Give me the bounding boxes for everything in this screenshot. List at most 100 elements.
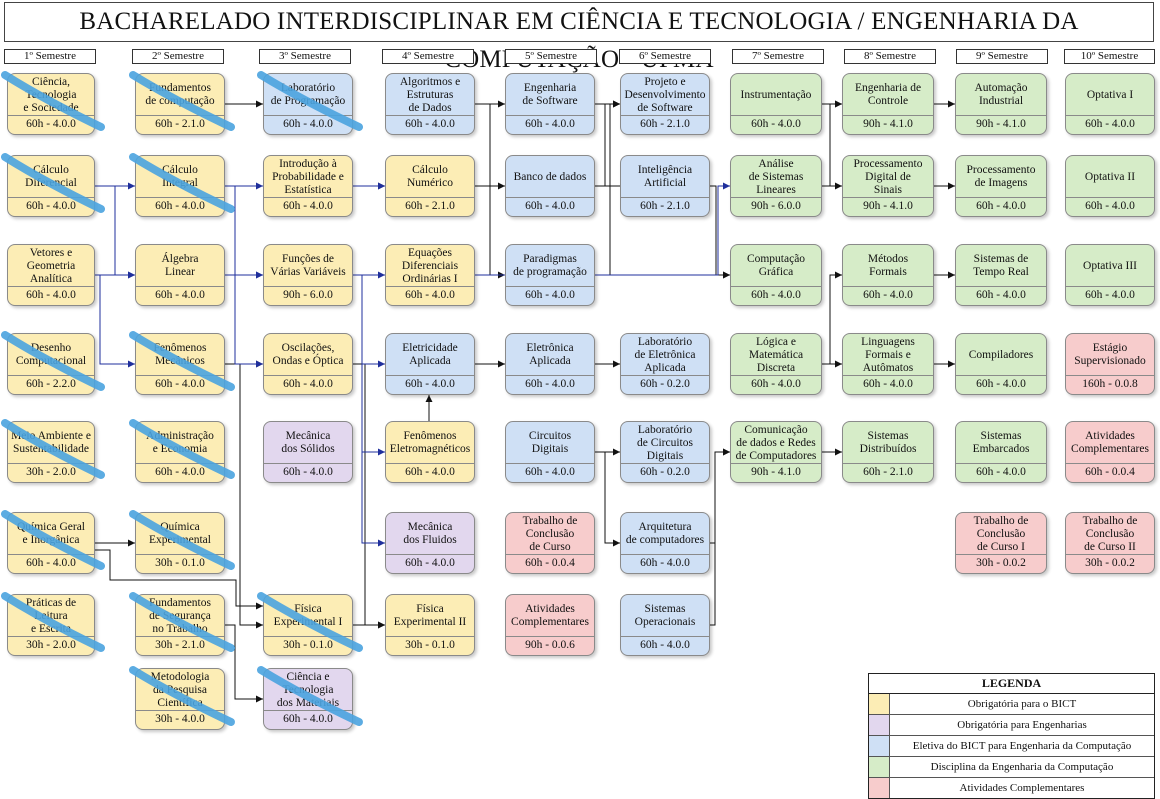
prerequisite-arrow-7: [595, 100, 620, 276]
course-hours: 60h - 4.0.0: [621, 554, 709, 573]
course-hours: 60h - 4.0.0: [8, 554, 94, 573]
course-hours: 60h - 4.0.0: [136, 286, 224, 305]
course-name: Optativa III: [1083, 259, 1137, 272]
course-hours: 60h - 4.0.0: [8, 286, 94, 305]
course-hours: 60h - 0.0.4: [1066, 463, 1154, 482]
course-hours: 30h - 0.0.2: [956, 554, 1046, 573]
legend-swatch: [869, 778, 890, 798]
course-hours: 60h - 4.0.0: [621, 636, 709, 655]
semester-header-10: 10º Semestre: [1064, 49, 1155, 64]
legend-swatch: [869, 736, 890, 756]
course-name: Optativa II: [1084, 170, 1136, 183]
course-hours: 60h - 4.0.0: [1066, 115, 1154, 134]
course-hours: 60h - 4.0.0: [264, 115, 352, 134]
course-hours: 60h - 2.1.0: [386, 197, 474, 216]
prerequisite-arrow-22: [710, 448, 730, 544]
prerequisite-arrow-44: [353, 274, 385, 368]
semester-header-4: 4º Semestre: [382, 49, 474, 64]
course-hours: 60h - 4.0.0: [731, 375, 821, 394]
prerequisite-arrow-25: [475, 185, 730, 279]
prerequisite-arrow-31: [225, 624, 263, 703]
course-hours: 60h - 4.0.0: [506, 375, 594, 394]
course-hours: 60h - 4.0.0: [386, 286, 474, 305]
course-hours: 60h - 0.2.0: [621, 463, 709, 482]
